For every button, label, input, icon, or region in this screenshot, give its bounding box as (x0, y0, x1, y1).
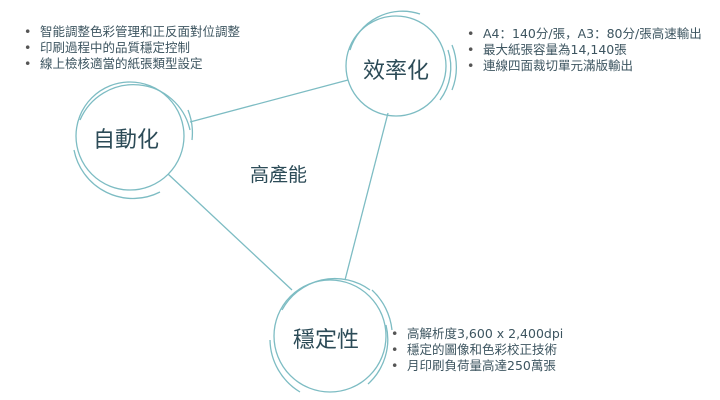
ring-automation (73, 81, 194, 200)
ring-stability (269, 277, 393, 393)
ring-efficiency (345, 10, 458, 117)
bullet-item: 連線四面裁切單元滿版輸出 (467, 58, 702, 74)
bullets-automation: 智能調整色彩管理和正反面對位調整 印刷過程中的品質穩定控制 線上檢核適當的紙張類… (24, 24, 240, 72)
bullet-item: 最大紙張容量為14,140張 (467, 42, 702, 58)
center-title: 高產能 (250, 164, 308, 186)
node-title-automation: 自動化 (93, 128, 160, 153)
bullet-item: 高解析度3,600 x 2,400dpi (391, 326, 563, 342)
bullet-item: 智能調整色彩管理和正反面對位調整 (24, 24, 240, 40)
connector-automation-efficiency (189, 79, 349, 123)
node-title-efficiency: 效率化 (363, 59, 430, 84)
bullet-item: A4：140分/張，A3：80分/張高速輸出 (467, 26, 702, 42)
bullet-item: 線上檢核適當的紙張類型設定 (24, 56, 240, 72)
bullets-stability: 高解析度3,600 x 2,400dpi 穩定的圖像和色彩校正技術 月印刷負荷量… (391, 326, 563, 374)
bullet-item: 月印刷負荷量高達250萬張 (391, 358, 563, 374)
bullets-efficiency: A4：140分/張，A3：80分/張高速輸出 最大紙張容量為14,140張 連線… (467, 26, 702, 74)
bullet-item: 印刷過程中的品質穩定控制 (24, 40, 240, 56)
connector-efficiency-stability (344, 112, 389, 281)
connector-automation-stability (167, 173, 293, 291)
node-title-stability: 穩定性 (293, 328, 360, 353)
bullet-item: 穩定的圖像和色彩校正技術 (391, 342, 563, 358)
